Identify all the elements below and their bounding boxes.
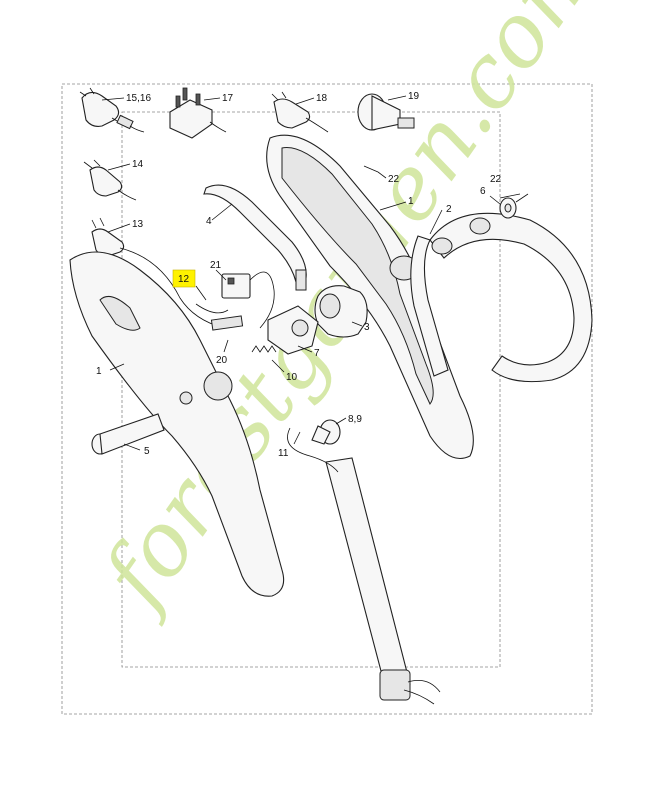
- part-loop-handle-2: [410, 212, 593, 383]
- callout-2: 2: [446, 204, 452, 215]
- part-21-switch: [221, 271, 275, 329]
- callout-12-highlight: [172, 269, 196, 288]
- part-plug-14: [83, 159, 137, 201]
- part-8-9: [311, 419, 341, 445]
- leader-lines: [101, 95, 521, 451]
- callout-labels: 15,16 17 18 19 14 13 22 22 6 2 1 4 21 12…: [96, 91, 502, 459]
- callout-5: 5: [144, 446, 150, 457]
- part-19: [357, 93, 415, 131]
- part-handle-right: [266, 134, 474, 460]
- part-shaft: [325, 457, 441, 705]
- part-12-connector: [195, 303, 244, 331]
- part-handle-left: [69, 251, 285, 597]
- callout-20: 20: [216, 355, 228, 366]
- part-22-screw-b: [515, 193, 529, 203]
- part-11-wire: [287, 427, 339, 473]
- outer-frame: [61, 83, 593, 715]
- part-5-pin: [91, 413, 165, 455]
- callout-4: 4: [206, 216, 212, 227]
- callout-1-left: 1: [96, 366, 102, 377]
- inner-frame: [121, 111, 501, 668]
- part-plug-17: [169, 87, 227, 139]
- callout-6: 6: [480, 186, 486, 197]
- part-7: [267, 305, 319, 355]
- callout-3: 3: [364, 322, 370, 333]
- part-plug-18: [271, 91, 329, 133]
- callout-21: 21: [210, 260, 222, 271]
- part-22-screw-a: [363, 165, 379, 173]
- part-4-trigger: [203, 184, 307, 291]
- callout-10: 10: [286, 372, 298, 383]
- callout-15-16: 15,16: [126, 93, 151, 104]
- part-plug-13: [91, 217, 225, 329]
- callout-22-b: 22: [490, 174, 502, 185]
- callout-18: 18: [316, 93, 328, 104]
- callout-17: 17: [222, 93, 234, 104]
- part-10-spring: [251, 345, 277, 353]
- callout-8-9: 8,9: [348, 414, 362, 425]
- callout-11: 11: [278, 448, 289, 459]
- part-3-motor: [314, 285, 368, 338]
- callout-22-a: 22: [388, 174, 400, 185]
- part-6-washer: [499, 197, 517, 219]
- callout-1-right: 1: [408, 196, 414, 207]
- callout-13: 13: [132, 219, 144, 230]
- part-plug-15-16: [79, 87, 145, 133]
- callout-14: 14: [132, 159, 144, 170]
- callout-12: 12: [178, 274, 190, 285]
- callout-7: 7: [314, 348, 320, 359]
- callout-19: 19: [408, 91, 420, 102]
